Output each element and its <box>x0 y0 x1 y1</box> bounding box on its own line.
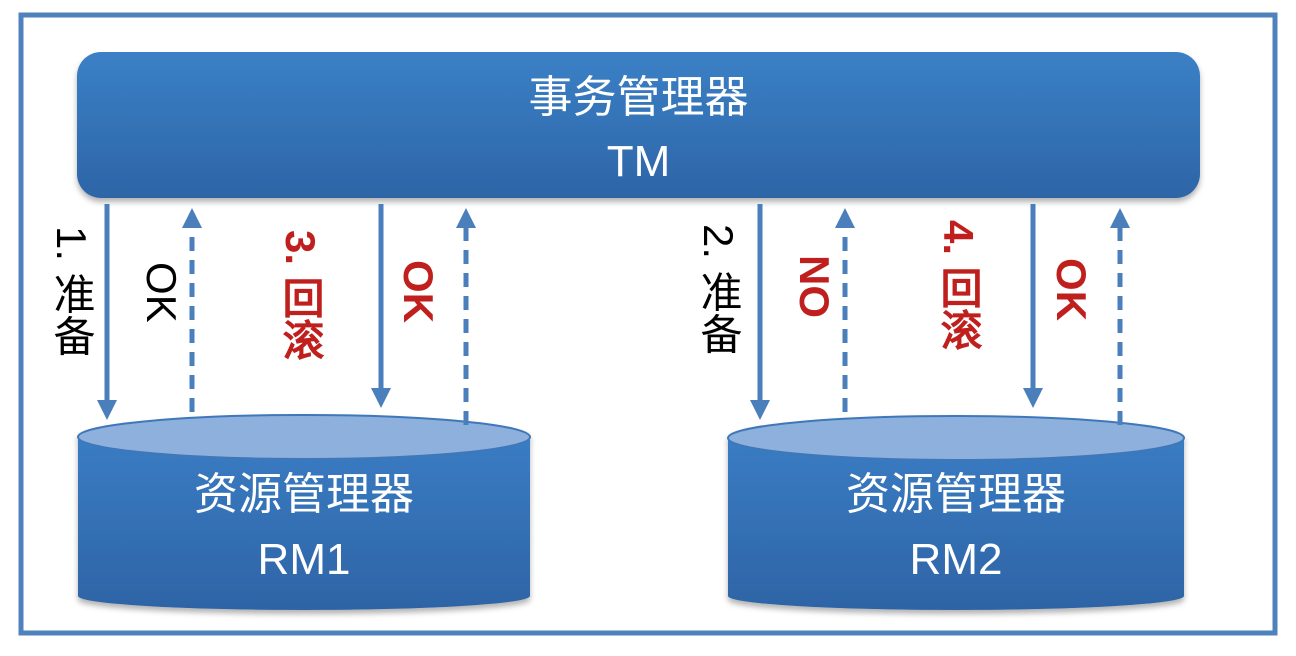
tm-box <box>77 52 1200 198</box>
label-rm1-prepare: 1. 准备 <box>48 226 95 357</box>
rm2-subtitle: RM2 <box>909 535 1003 584</box>
tm-subtitle: TM <box>606 137 671 186</box>
rm1-cylinder <box>77 414 531 610</box>
label-rm2-rollback: 4. 回滚 <box>935 220 982 351</box>
tm-title: 事务管理器 <box>528 73 749 122</box>
label-rm2-prepare: 2. 准备 <box>695 224 742 355</box>
rm2-cylinder <box>727 415 1185 610</box>
label-rm2-rollback-reply: OK <box>1048 258 1095 321</box>
label-rm1-prepare-reply: OK <box>138 262 185 323</box>
rm1-title: 资源管理器 <box>194 470 414 519</box>
label-rm1-rollback: 3. 回滚 <box>277 230 324 361</box>
outer-frame <box>18 12 1278 636</box>
label-rm2-prepare-reply: NO <box>791 255 838 318</box>
rm2-title: 资源管理器 <box>846 470 1066 519</box>
label-rm1-rollback-reply: OK <box>395 260 442 323</box>
rm1-subtitle: RM1 <box>257 535 351 584</box>
